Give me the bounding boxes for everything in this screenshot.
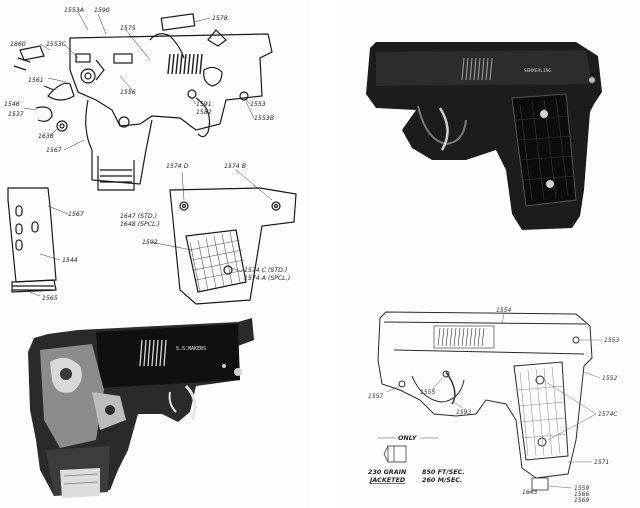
label-1546: 1546	[4, 101, 20, 108]
label-1553c: 1553C	[46, 41, 67, 48]
caption-jacketed: JACKETED	[368, 476, 406, 484]
label-1574c-right: 1574C	[598, 411, 618, 418]
exploded-frame-drawing	[13, 13, 273, 191]
label-1582: 1582	[196, 109, 212, 116]
photo-slide-inscription: SEMMERLING	[524, 68, 551, 74]
label-1860: 1860	[10, 41, 26, 48]
label-1569: 1569	[574, 497, 589, 504]
line-drawing-grip-checkering	[517, 366, 568, 457]
label-1590: 1590	[94, 7, 110, 14]
label-1553: 1553	[250, 101, 266, 108]
only-label: ONLY	[398, 434, 418, 442]
page-gutter	[310, 0, 336, 508]
label-1559: 1559	[574, 485, 589, 492]
caption-velocity-m: 260 M/SEC.	[422, 476, 462, 484]
label-1552: 1552	[602, 375, 617, 382]
label-1555: 1555	[420, 389, 435, 396]
label-1575: 1575	[120, 25, 136, 32]
left-page-drawings: S.S.MAKERS 1553A 1590 1578 1860 1553C 15…	[4, 7, 297, 498]
right-page: SEMMERLING	[336, 0, 640, 508]
left-page: S.S.MAKERS 1553A 1590 1578 1860 1553C 15…	[0, 0, 310, 508]
cutaway-slide-inscription: S.S.MAKERS	[176, 346, 206, 352]
label-1567: 1567	[46, 147, 62, 154]
label-1566: 1566	[574, 491, 589, 498]
label-1578: 1578	[212, 15, 228, 22]
label-1537: 1537	[8, 111, 24, 118]
right-page-drawings: SEMMERLING	[366, 42, 619, 504]
label-1554: 1554	[496, 307, 511, 314]
label-1567-magazine: 1567	[68, 211, 84, 218]
label-1553-right: 1553	[604, 337, 619, 344]
label-1648: 1648 (SPCL.)	[120, 221, 160, 228]
label-1647: 1647 (STD.)	[120, 213, 157, 220]
cutaway-photo: S.S.MAKERS	[28, 318, 254, 498]
label-1593: 1593	[456, 409, 471, 416]
label-1553b: 1553B	[254, 115, 274, 122]
magazine-drawing	[7, 187, 57, 293]
label-1556: 1556	[120, 89, 136, 96]
label-1565: 1565	[42, 295, 58, 302]
caption-velocity-ft: 850 FT/SEC.	[422, 468, 465, 476]
label-1574d: 1574 D	[166, 163, 189, 170]
label-1592: 1592	[142, 239, 158, 246]
caption-grain: 230 GRAIN	[368, 468, 407, 476]
left-part-labels: 1553A 1590 1578 1860 1553C 1575 1561 155…	[4, 7, 290, 302]
cartridge-drawing	[383, 445, 407, 463]
label-1643: 1643	[522, 489, 537, 496]
label-1574b: 1574 B	[224, 163, 246, 170]
label-1591: 1591	[196, 101, 212, 108]
right-part-labels: 1554 1553 1552 1557 1555 1593 1574C 1571…	[368, 307, 619, 504]
label-1561: 1561	[28, 77, 44, 84]
grip-checkering	[189, 231, 246, 293]
grip-plate-drawing	[169, 187, 297, 305]
label-1638: 1638	[38, 133, 54, 140]
pistol-photo: SEMMERLING	[366, 42, 602, 230]
label-1544: 1544	[62, 257, 78, 264]
label-1574a: 1574 A (SPCL.)	[244, 275, 290, 282]
label-1574c: 1574 C (STD.)	[244, 267, 287, 274]
pistol-line-drawing	[377, 311, 593, 491]
label-1553a: 1553A	[64, 7, 84, 14]
label-1571: 1571	[594, 459, 609, 466]
label-1557: 1557	[368, 393, 383, 400]
